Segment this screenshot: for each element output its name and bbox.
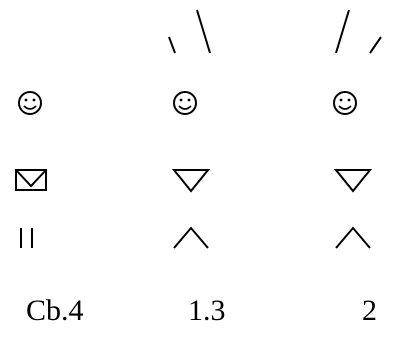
figure-3: 2 [333,9,382,327]
torso-triangle [171,169,211,193]
torso-triangle [333,169,373,193]
legs-caret [173,226,209,249]
figure-label: Cb.4 [26,294,84,327]
hair-strokes [335,9,382,54]
legs-parallel [20,228,33,248]
hair-strokes [168,9,211,54]
torso-box [15,169,47,191]
figure-2: 1.3 [168,9,226,327]
smiley-icon [18,91,42,115]
figure-label: 1.3 [188,294,226,327]
figure-1: Cb.4 [15,91,84,327]
smiley-icon [333,91,357,115]
smiley-icon [173,91,197,115]
legs-caret [335,226,371,249]
figure-label: 2 [362,294,377,327]
